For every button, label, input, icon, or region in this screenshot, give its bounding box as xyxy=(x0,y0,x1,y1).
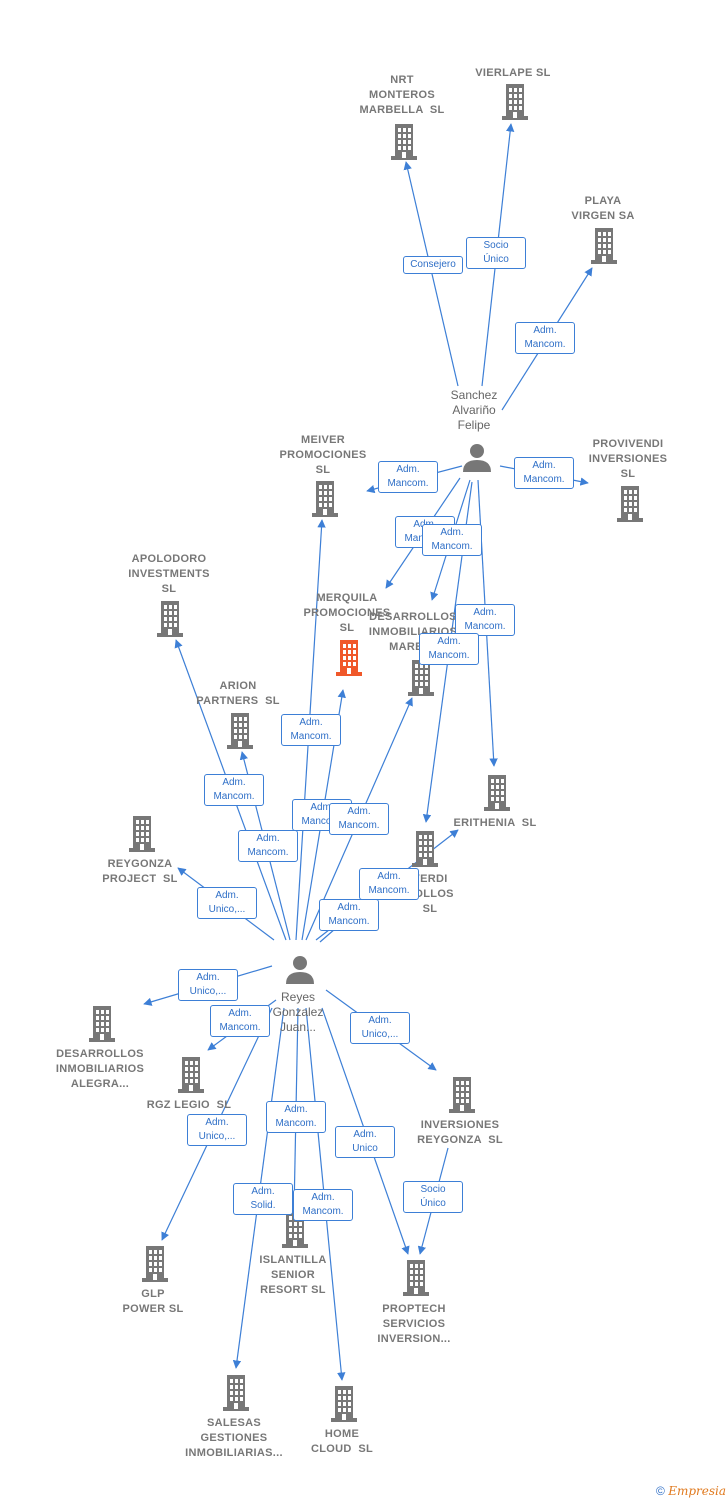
node-label-text: RGZ LEGIO SL xyxy=(146,1099,232,1111)
company-name-proptech[interactable]: PROPTECH SERVICIOS INVERSION... xyxy=(377,1302,450,1347)
edge-label-sanchez-nrt[interactable]: Consejero xyxy=(403,256,463,274)
building-icon[interactable] xyxy=(445,1075,479,1120)
edge-label-reyes-inv_reygonza[interactable]: Adm. Unico,... xyxy=(350,1012,410,1044)
person-icon[interactable] xyxy=(283,954,317,991)
building-icon[interactable] xyxy=(387,122,421,167)
company-name-playa[interactable]: PLAYA VIRGEN SA xyxy=(571,194,634,224)
building-icon[interactable] xyxy=(125,814,159,859)
node-label-text: MERQUILA PROMOCIONES SL xyxy=(303,592,391,634)
node-label-text: Reyes Gonzalez Juan... xyxy=(272,990,324,1034)
edge-label-reyes-salesas[interactable]: Adm. Solid. xyxy=(233,1183,293,1215)
node-label-text: REYGONZA PROJECT SL xyxy=(102,858,178,885)
company-name-arion[interactable]: ARION PARTNERS SL xyxy=(196,679,279,709)
company-name-glp[interactable]: GLP POWER SL xyxy=(122,1287,183,1317)
building-icon[interactable] xyxy=(327,1384,361,1429)
edge-label-reyes-verdi[interactable]: Adm. Mancom. xyxy=(319,899,379,931)
node-label-text: ISLANTILLA SENIOR RESORT SL xyxy=(259,1254,327,1296)
building-icon[interactable] xyxy=(587,226,621,271)
company-name-reygonza_project[interactable]: REYGONZA PROJECT SL xyxy=(102,857,177,887)
node-label-text: PROVIVENDI INVERSIONES SL xyxy=(588,438,668,480)
building-icon[interactable] xyxy=(480,773,514,818)
node-label-text: PROPTECH SERVICIOS INVERSION... xyxy=(377,1303,451,1345)
building-icon[interactable] xyxy=(498,82,532,127)
company-name-vierlape[interactable]: VIERLAPE SL xyxy=(475,66,550,81)
edge-label-inv_reygonza-proptech[interactable]: Socio Único xyxy=(403,1181,463,1213)
node-label-text: NRT MONTEROS MARBELLA SL xyxy=(359,74,445,116)
edge-label-reyes-desalegra[interactable]: Adm. Unico,... xyxy=(178,969,238,1001)
brand-logo-text: Empresia xyxy=(668,1484,726,1498)
edge-label-sanchez-erithenia[interactable]: Adm. Mancom. xyxy=(455,604,515,636)
company-name-islantilla[interactable]: ISLANTILLA SENIOR RESORT SL xyxy=(259,1253,326,1298)
node-label-text: ARION PARTNERS SL xyxy=(196,680,280,707)
node-label-text: VIERLAPE SL xyxy=(475,67,551,79)
company-name-meiver[interactable]: MEIVER PROMOCIONES SL xyxy=(279,433,366,478)
node-label-text: GLP POWER SL xyxy=(122,1288,184,1315)
building-icon[interactable] xyxy=(408,829,442,874)
company-name-salesas[interactable]: SALESAS GESTIONES INMOBILIARIAS... xyxy=(185,1416,283,1461)
building-icon[interactable] xyxy=(219,1373,253,1418)
node-label-text: HOME CLOUD SL xyxy=(311,1428,373,1455)
company-name-provivendi[interactable]: PROVIVENDI INVERSIONES SL xyxy=(589,437,668,482)
person-icon[interactable] xyxy=(460,442,494,479)
edge-label-sanchez-desmarb[interactable]: Adm. Mancom. xyxy=(422,524,482,556)
edge-label-sanchez-provivendi[interactable]: Adm. Mancom. xyxy=(514,457,574,489)
company-name-nrt[interactable]: NRT MONTEROS MARBELLA SL xyxy=(359,73,444,118)
edge-label-sanchez-verdi[interactable]: Adm. Mancom. xyxy=(419,633,479,665)
node-label-text: PLAYA VIRGEN SA xyxy=(571,195,635,222)
company-name-rgz[interactable]: RGZ LEGIO SL xyxy=(147,1098,232,1113)
node-label-text: APOLODORO INVESTMENTS SL xyxy=(128,553,210,595)
company-name-inv_reygonza[interactable]: INVERSIONES REYGONZA SL xyxy=(417,1118,503,1148)
edge-label-sanchez-meiver[interactable]: Adm. Mancom. xyxy=(378,461,438,493)
edge-label-sanchez-vierlape[interactable]: Socio Único xyxy=(466,237,526,269)
company-name-home[interactable]: HOME CLOUD SL xyxy=(311,1427,373,1457)
building-icon[interactable] xyxy=(85,1004,119,1049)
edge-label-reyes-proptech[interactable]: Adm. Unico xyxy=(335,1126,395,1158)
edge-label-reyes-islantilla[interactable]: Adm. Mancom. xyxy=(266,1101,326,1133)
node-label-text: DESARROLLOS INMOBILIARIOS ALEGRA... xyxy=(55,1048,145,1090)
company-name-merquila[interactable]: MERQUILA PROMOCIONES SL xyxy=(303,591,390,636)
node-label-text: ERITHENIA SL xyxy=(453,817,537,829)
company-name-erithenia[interactable]: ERITHENIA SL xyxy=(454,816,537,831)
building-icon[interactable] xyxy=(153,599,187,644)
edge-label-reyes-rgz[interactable]: Adm. Mancom. xyxy=(210,1005,270,1037)
building-icon[interactable] xyxy=(404,658,438,703)
edge-label-reyes-home[interactable]: Adm. Mancom. xyxy=(293,1189,353,1221)
building-icon[interactable] xyxy=(399,1258,433,1303)
building-icon[interactable] xyxy=(613,484,647,529)
node-label-text: INVERSIONES REYGONZA SL xyxy=(417,1119,503,1146)
person-name-sanchez[interactable]: Sanchez Alvariño Felipe xyxy=(451,388,498,433)
node-label-text: SALESAS GESTIONES INMOBILIARIAS... xyxy=(185,1417,283,1459)
footer-brand[interactable]: © Empresia xyxy=(656,1484,726,1498)
building-icon[interactable] xyxy=(332,638,366,683)
edge-label-reyes-reygonza_project[interactable]: Adm. Unico,... xyxy=(197,887,257,919)
building-icon[interactable] xyxy=(174,1055,208,1100)
node-label-text: MEIVER PROMOCIONES SL xyxy=(279,434,367,476)
edge-label-reyes-desmarb[interactable]: Adm. Mancom. xyxy=(329,803,389,835)
building-icon[interactable] xyxy=(223,711,257,756)
edge-label-reyes-erithenia[interactable]: Adm. Mancom. xyxy=(359,868,419,900)
building-icon[interactable] xyxy=(138,1244,172,1289)
node-label-text: Sanchez Alvariño Felipe xyxy=(450,388,498,432)
edge-label-reyes-glp[interactable]: Adm. Unico,... xyxy=(187,1114,247,1146)
edge-label-sanchez-playa[interactable]: Adm. Mancom. xyxy=(515,322,575,354)
person-name-reyes[interactable]: Reyes Gonzalez Juan... xyxy=(273,990,324,1035)
edge-sanchez-nrt xyxy=(403,161,459,387)
copyright-symbol: © xyxy=(656,1484,665,1498)
edge-label-reyes-merquila[interactable]: Adm. Mancom. xyxy=(281,714,341,746)
building-icon[interactable] xyxy=(308,479,342,524)
company-name-desalegra[interactable]: DESARROLLOS INMOBILIARIOS ALEGRA... xyxy=(56,1047,144,1092)
edge-label-reyes-apolodoro[interactable]: Adm. Mancom. xyxy=(204,774,264,806)
company-name-apolodoro[interactable]: APOLODORO INVESTMENTS SL xyxy=(128,552,210,597)
edge-label-reyes-arion[interactable]: Adm. Mancom. xyxy=(238,830,298,862)
